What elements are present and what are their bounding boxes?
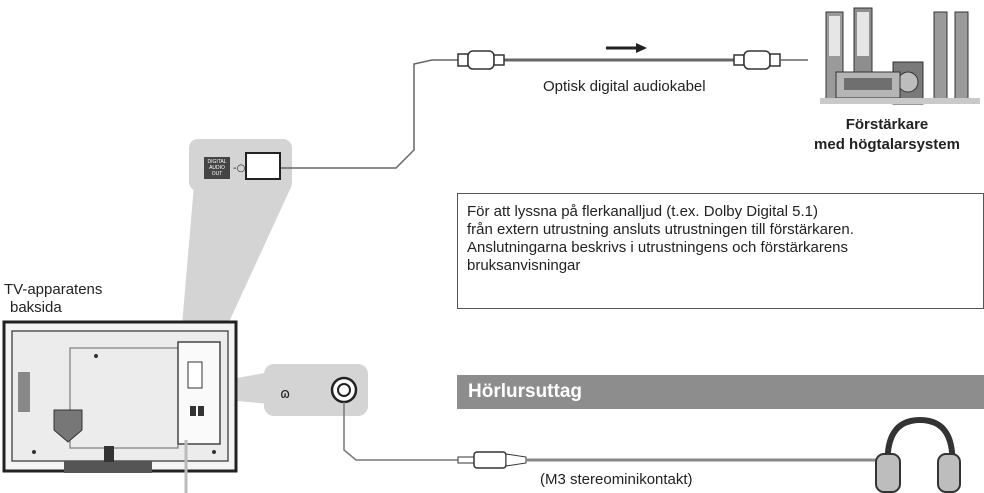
amplifier-label-line2: med högtalarsystem [814, 136, 960, 153]
optical-plug-left [457, 50, 505, 70]
minijack-plug [457, 451, 527, 469]
headphone-symbol: ɷ [280, 386, 290, 402]
headphone-icon [875, 416, 961, 493]
minijack-label: (M3 stereominikontakt) [540, 471, 693, 488]
amplifier-label-line1: Förstärkare [845, 116, 929, 133]
section-heading-headphone: Hörlursuttag [457, 375, 984, 409]
optical-symbol: -○ [233, 163, 245, 174]
optical-cable [281, 59, 466, 169]
tv-back [2, 320, 238, 473]
amplifier-speaker-system [820, 7, 980, 105]
tv-label-line2: baksida [10, 299, 62, 316]
note-line-1: För att lyssna på flerkanalljud (t.ex. D… [467, 203, 818, 220]
tv-label-line1: TV-apparatens [4, 281, 103, 298]
svg-text:ɷ: ɷ [280, 386, 290, 402]
digital-audio-out-label: DIGITAL AUDIO OUT [204, 157, 230, 179]
optical-socket [245, 152, 281, 180]
right-arrow-icon [606, 43, 647, 53]
headphone-cable [343, 402, 470, 461]
optical-plug-right [733, 50, 781, 70]
note-line-3: Anslutningarna beskrivs i utrustningens … [467, 239, 849, 256]
optical-cable-label: Optisk digital audiokabel [543, 78, 706, 95]
info-note-box: För att lyssna på flerkanalljud (t.ex. D… [457, 193, 984, 309]
note-line-2: från extern utrustning ansluts utrustnin… [467, 221, 854, 238]
note-line-4: bruksanvisningar [467, 257, 581, 274]
